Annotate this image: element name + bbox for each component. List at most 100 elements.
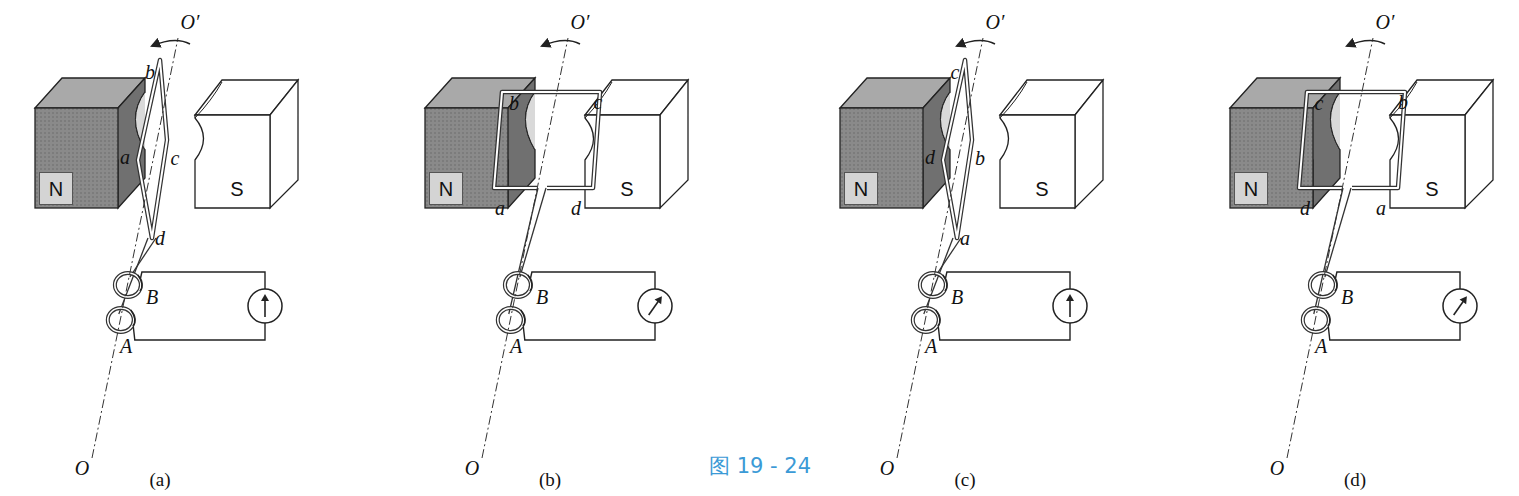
rotation-axis — [92, 38, 178, 458]
coil-corner-label: b — [145, 62, 155, 82]
galvanometer-needle — [261, 294, 269, 317]
axis-end-label: O′ — [181, 12, 200, 32]
generator-panel — [1230, 38, 1493, 458]
brush — [1326, 310, 1330, 326]
rotation-arrow — [957, 40, 995, 46]
subfigure-label: (c) — [954, 470, 975, 489]
magnet-front — [1000, 115, 1075, 208]
rotation-axis — [1287, 38, 1373, 458]
circuit-wire — [133, 272, 265, 340]
coil-corner-label: a — [960, 228, 970, 248]
galvanometer — [638, 289, 672, 323]
slip-ring — [913, 308, 939, 332]
magnet-pole-s: S — [221, 173, 253, 205]
pole-letter: N — [1244, 179, 1258, 199]
magnet-front — [840, 108, 923, 208]
galvanometer-needle — [1066, 294, 1074, 317]
coil-lead — [935, 238, 961, 277]
magnet-pole-s: S — [1026, 173, 1058, 205]
coil-corner-label: c — [1315, 93, 1324, 113]
pole-face — [1000, 82, 1027, 118]
brush — [528, 275, 532, 291]
pole-letter: S — [1425, 179, 1438, 199]
magnet-pole-s: S — [611, 173, 643, 205]
slip-ring — [1303, 308, 1329, 332]
magnet-side — [1075, 80, 1103, 208]
slip-ring — [498, 308, 524, 332]
magnet-pole-n: N — [1234, 172, 1268, 205]
ring-label: A — [1315, 336, 1327, 356]
magnet-pole-n: N — [39, 172, 73, 205]
pole-letter: S — [620, 179, 633, 199]
slip-ring — [108, 308, 134, 332]
ring-label: A — [510, 336, 522, 356]
magnet-pole-n: N — [429, 172, 463, 205]
circuit-wire — [1328, 272, 1460, 340]
generator-panel — [840, 38, 1103, 458]
magnet-pole-n: N — [844, 172, 878, 205]
slip-ring — [1303, 308, 1329, 332]
magnet-front — [195, 115, 270, 208]
magnet-side — [270, 80, 298, 208]
coil-corner-label: d — [155, 228, 165, 248]
ring-label: B — [1341, 287, 1353, 307]
subfigure-label: (a) — [149, 470, 170, 489]
coil-corner-label: c — [594, 92, 603, 112]
pole-letter: N — [439, 179, 453, 199]
rotation-arrow — [542, 40, 580, 46]
axis-end-label: O′ — [986, 12, 1005, 32]
ring-label: B — [951, 287, 963, 307]
coil-corner-label: d — [925, 147, 935, 167]
magnet-pole-s: S — [1416, 173, 1448, 205]
brush — [943, 275, 947, 291]
brush — [1333, 275, 1337, 291]
brush — [521, 310, 525, 326]
coil-corner-label: b — [509, 93, 519, 113]
pole-letter: S — [1035, 179, 1048, 199]
figure-caption: 图 19 - 24 — [709, 456, 811, 477]
slip-ring — [108, 308, 134, 332]
coil-corner-label: b — [1398, 92, 1408, 112]
galvanometer — [1443, 289, 1477, 323]
axis-end-label: O — [465, 458, 479, 478]
magnet-side — [660, 80, 688, 208]
axis-end-label: O — [75, 458, 89, 478]
ring-label: A — [120, 336, 132, 356]
slip-ring — [498, 308, 524, 332]
axis-end-label: O — [880, 458, 894, 478]
coil-corner-label: b — [975, 148, 985, 168]
galvanometer — [1053, 289, 1087, 323]
pole-letter: S — [230, 179, 243, 199]
coil-corner-label: d — [1300, 198, 1310, 218]
pole-letter: N — [49, 179, 63, 199]
coil-lead — [1325, 188, 1351, 277]
galvanometer — [248, 289, 282, 323]
pole-face — [195, 82, 222, 118]
subfigure-label: (d) — [1344, 470, 1366, 489]
circuit-wire — [523, 272, 655, 340]
coil-corner-label: a — [1376, 198, 1386, 218]
coil-corner-label: c — [171, 148, 180, 168]
coil-lead — [130, 238, 156, 277]
magnet-side — [1465, 80, 1493, 208]
galvanometer-needle — [1450, 294, 1470, 317]
pole-letter: N — [854, 179, 868, 199]
rotation-arrow — [1347, 40, 1385, 46]
brush — [138, 275, 142, 291]
brush — [936, 310, 940, 326]
circuit-wire — [938, 272, 1070, 340]
generator-panel — [35, 38, 298, 458]
generator-panel — [425, 38, 688, 458]
rotation-axis — [482, 38, 568, 458]
coil-corner-label: c — [951, 62, 960, 82]
coil-lead — [520, 188, 546, 277]
pole-face — [1331, 92, 1341, 150]
coil-corner-label: d — [571, 198, 581, 218]
slip-ring — [913, 308, 939, 332]
coil-corner-label: a — [495, 198, 505, 218]
galvanometer-needle — [645, 294, 665, 317]
pole-face — [526, 92, 536, 150]
brush — [131, 310, 135, 326]
